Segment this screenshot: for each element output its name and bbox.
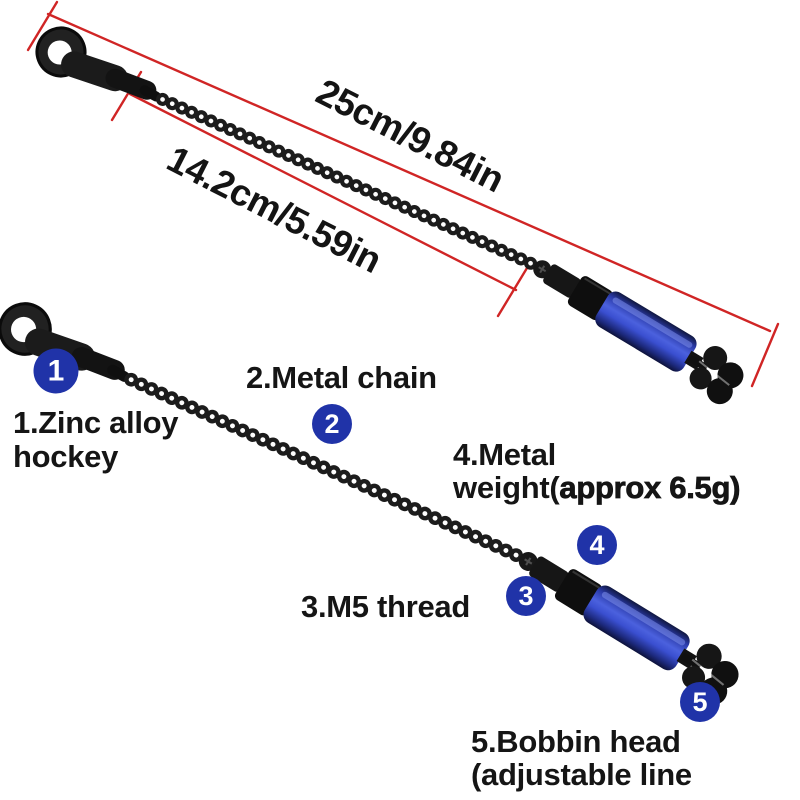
callout-badge-1: 1 [33, 348, 79, 394]
callout-label-4: 4.Metal weight(approx 6.5g) [453, 437, 741, 505]
dimension-tick-end-25cm [750, 322, 780, 388]
callout-label-5: 5.Bobbin head (adjustable line [471, 725, 692, 791]
dimension-line-25cm [46, 12, 772, 333]
label-line: weight(approx 6.5g) [453, 470, 741, 505]
label-line: 1.Zinc alloy [13, 405, 179, 440]
dimension-tick-start-25cm [26, 0, 59, 52]
callout-label-3: 3.M5 thread [301, 590, 470, 624]
callout-badge-4: 4 [577, 525, 617, 565]
callout-label-2: 2.Metal chain [246, 361, 437, 395]
label-line: 2.Metal chain [246, 360, 437, 395]
dimension-lines [26, 0, 780, 388]
dimension-tick-end-14cm [496, 266, 529, 318]
label-line: hockey [13, 439, 119, 474]
callout-badge-5: 5 [680, 682, 720, 722]
label-line: (adjustable line [471, 757, 692, 792]
label-line: 4.Metal [453, 437, 556, 472]
callout-badge-3: 3 [506, 576, 546, 616]
label-line: 5.Bobbin head [471, 724, 681, 759]
swinger-top [16, 20, 763, 412]
callout-label-1: 1.Zinc alloy hockey [13, 405, 179, 474]
label-line: 3.M5 thread [301, 589, 470, 624]
callout-badge-2: 2 [312, 404, 352, 444]
dimension-line-14cm [128, 92, 518, 292]
